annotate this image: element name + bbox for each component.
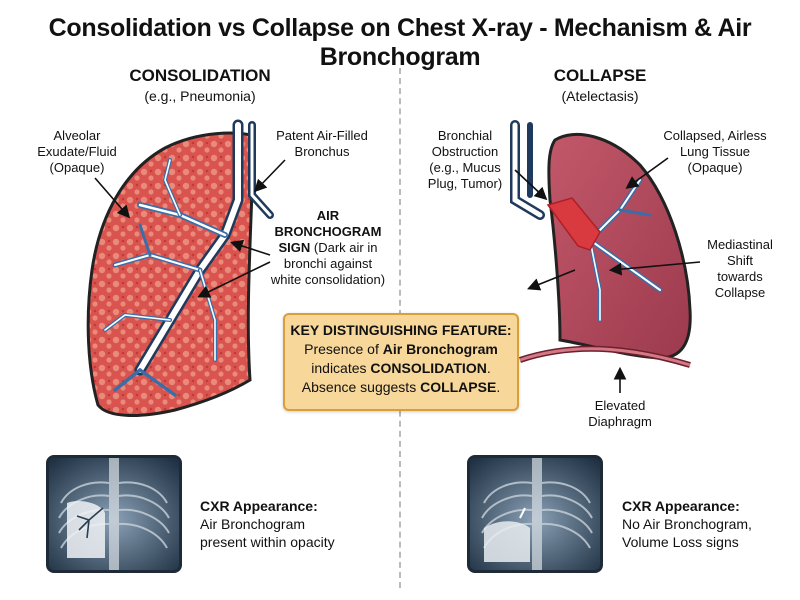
label-air-bronchogram-sign: AIR BRONCHOGRAM SIGN (Dark air in bronch… (270, 208, 386, 287)
consolidated-lung (86, 131, 254, 417)
mucus-plug (546, 197, 601, 251)
key-distinguishing-feature-box: KEY DISTINGUISHING FEATURE: Presence of … (283, 313, 519, 411)
label-mediastinal-shift: Mediastinal Shift towards Collapse (707, 237, 773, 300)
collapse-cxr-caption: CXR Appearance: No Air Bronchogram, Volu… (622, 498, 752, 550)
page-title: Consolidation vs Collapse on Chest X-ray… (48, 14, 752, 71)
consolidation-arrows (94, 159, 286, 298)
label-alveolar-exudate: Alveolar Exudate/Fluid (Opaque) (37, 128, 117, 175)
label-collapsed-tissue: Collapsed, Airless Lung Tissue (Opaque) (663, 128, 767, 175)
collapse-arrows (514, 157, 701, 393)
consolidation-cxr-caption: CXR Appearance: Air Bronchogram present … (200, 498, 335, 550)
collapse-xray-image (467, 455, 603, 573)
collapse-bronchial-tree (510, 120, 663, 322)
label-elevated-diaphragm: Elevated Diaphragm (588, 398, 652, 429)
consolidation-xray-image (46, 455, 182, 573)
consolidation-bronchial-tree (103, 119, 274, 397)
label-bronchial-obstruction: Bronchial Obstruction (e.g., Mucus Plug,… (427, 128, 503, 191)
label-patent-bronchus: Patent Air-Filled Bronchus (276, 128, 368, 159)
collapsed-lung (519, 133, 692, 368)
consolidation-heading: CONSOLIDATION (129, 66, 271, 85)
collapse-heading: COLLAPSE (553, 66, 647, 85)
consolidation-subheading: (e.g., Pneumonia) (144, 88, 256, 104)
collapse-subheading: (Atelectasis) (561, 88, 639, 104)
